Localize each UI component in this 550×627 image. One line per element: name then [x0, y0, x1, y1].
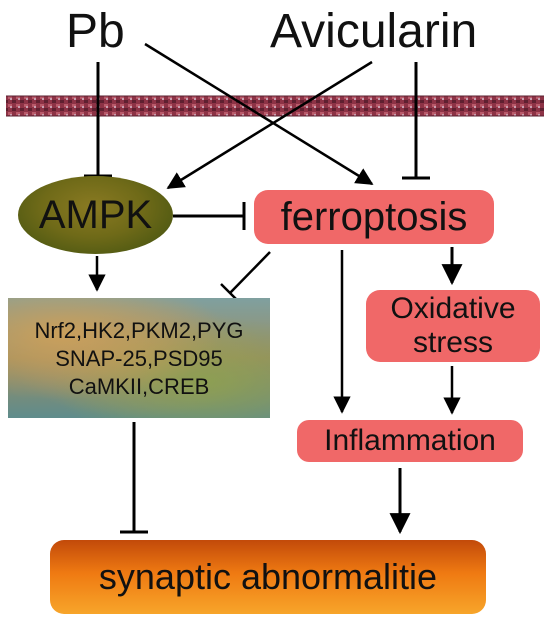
target-genes-line-3: CaMKII,CREB	[68, 374, 210, 399]
oxidative-stress-node: Oxidative stress	[366, 290, 540, 362]
ferroptosis-node: ferroptosis	[254, 190, 494, 244]
synaptic-abnormality-node: synaptic abnormalitie	[50, 540, 486, 614]
oxidative-stress-line-1: Oxidative	[390, 292, 516, 325]
ferroptosis-inhibits-targets-line	[229, 251, 271, 294]
pb-activates-ferroptosis-arrow	[144, 42, 374, 186]
ampk-node: AMPK	[18, 176, 173, 254]
ampk-label: AMPK	[38, 192, 153, 237]
inflammation-label: Inflammation	[324, 424, 496, 457]
target-genes-line-2: SNAP-25,PSD95	[55, 346, 223, 371]
inflammation-node: Inflammation	[297, 420, 523, 462]
ferroptosis-inhibits-targets-bar	[220, 283, 240, 303]
avicularin-activates-ampk-arrow	[166, 60, 373, 190]
synaptic-abnormality-label: synaptic abnormalitie	[98, 556, 438, 597]
target-genes-box: Nrf2,HK2,PKM2,PYG SNAP-25,PSD95 CaMKII,C…	[8, 298, 270, 418]
target-genes-line-1: Nrf2,HK2,PKM2,PYG	[34, 318, 244, 343]
oxidative-stress-line-2: stress	[412, 326, 493, 359]
ferroptosis-label: ferroptosis	[280, 194, 468, 239]
pb-label: Pb	[66, 5, 125, 58]
avicularin-label: Avicularin	[270, 5, 478, 58]
cell-membrane	[6, 96, 544, 116]
